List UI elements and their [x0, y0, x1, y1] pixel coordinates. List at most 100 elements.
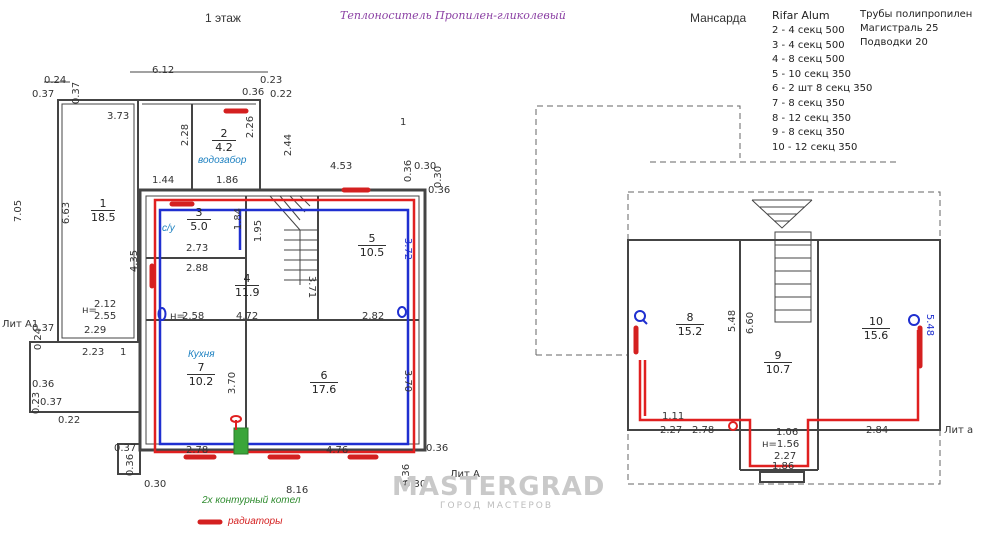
- pipes-branches: Подводки 20: [860, 37, 928, 48]
- dim: 1.86: [216, 175, 239, 186]
- room-9-label: 9 10.7: [764, 349, 792, 376]
- dim: 6.12: [152, 65, 175, 76]
- dim: 7.05: [13, 199, 25, 223]
- dim: 0.37: [71, 81, 83, 105]
- dim: 1.06: [776, 427, 799, 438]
- dim: н=: [82, 305, 97, 316]
- dim: 0.37: [32, 323, 55, 334]
- room-4-label: 4 11.9: [235, 272, 260, 299]
- dim: 0.24: [33, 327, 45, 351]
- dim: 0.37: [32, 89, 55, 100]
- dim: 0.36: [242, 87, 265, 98]
- valves-floor1: [157, 306, 407, 321]
- dim: 0.24: [44, 75, 67, 86]
- dim: 6.60: [745, 311, 757, 335]
- dim: 0.30: [404, 479, 427, 490]
- dim: 0.37: [114, 443, 137, 454]
- supply-pipe-attic: [638, 330, 920, 468]
- lit-a1-label: Лит А1: [2, 319, 39, 330]
- room-7-label: 7 10.2: [187, 361, 215, 388]
- room-3-label: 3 5.0: [187, 207, 211, 232]
- dim: 0.36: [426, 443, 449, 454]
- radiators-legend-label: радиаторы: [228, 516, 283, 527]
- dim: 0.36: [32, 379, 55, 390]
- dim: 5.48: [727, 309, 739, 333]
- coolant-note: Теплоноситель Пропилен-гликолевый: [340, 9, 566, 22]
- dim: 1.86: [772, 461, 795, 472]
- radiator-item: 2 - 4 секц 500: [772, 25, 845, 36]
- dim: 2.78: [186, 445, 209, 456]
- pipes-main: Магистраль 25: [860, 23, 939, 34]
- radiator-item: 4 - 8 секц 500: [772, 54, 845, 66]
- room-6-label: 6 17.6: [310, 369, 338, 396]
- dim: 4.53: [330, 161, 353, 172]
- dim: 1.84: [233, 207, 245, 231]
- dim: 2.27: [774, 451, 797, 462]
- dim: 2.27: [660, 425, 683, 436]
- room-8-label: 8 15.2: [676, 311, 704, 338]
- dim: 2.84: [866, 425, 889, 436]
- room-5-label: 5 10.5: [358, 232, 386, 259]
- pipes-title: Трубы полипропилен: [860, 9, 973, 20]
- dim: 0.36: [428, 185, 451, 196]
- dim: 1.95: [253, 219, 265, 243]
- dim: 2.55: [94, 311, 117, 322]
- valves-attic: [634, 310, 920, 431]
- dim: 0.30: [414, 161, 437, 172]
- dim: 2.44: [283, 133, 295, 157]
- dim: 6.63: [61, 201, 73, 225]
- dim: 2.78: [692, 425, 715, 436]
- dim: 0.23: [260, 75, 283, 86]
- dim: 2.82: [362, 311, 385, 322]
- dim: 3.72: [402, 237, 414, 261]
- dim: н=: [170, 311, 185, 322]
- radiator-model: Rifar Alum: [772, 9, 830, 22]
- dim: 2.12: [94, 299, 117, 310]
- dim: 0.37: [40, 397, 63, 408]
- attic-stairs: [751, 199, 813, 323]
- dim: 3.71: [306, 275, 318, 299]
- attic-solid-walls: [627, 239, 941, 483]
- dim: 1.44: [152, 175, 175, 186]
- dim: 1: [120, 347, 127, 358]
- boiler-label: 2х контурный котел: [202, 495, 301, 506]
- dim: 4.72: [236, 311, 259, 322]
- boiler-symbol: [230, 415, 249, 455]
- dim: 1: [400, 117, 407, 128]
- radiator-item: 10 - 12 секц 350: [772, 141, 858, 153]
- dim: 2.29: [84, 325, 107, 336]
- attic-title: Мансарда: [690, 11, 747, 25]
- valve-left: [157, 307, 167, 321]
- radiators-floor1: [149, 108, 379, 460]
- bathroom-label: с/у: [162, 223, 175, 234]
- dim: 0.36: [125, 453, 137, 477]
- dim: 4.35: [129, 249, 141, 273]
- radiator-item: 9 - 8 секц 350: [772, 127, 845, 139]
- dim: н=1.56: [762, 439, 800, 450]
- dim: 1.11: [662, 411, 685, 422]
- radiator-item: 8 - 12 секц 350: [772, 112, 851, 124]
- dim: 3.73: [107, 111, 130, 122]
- kitchen-label: Кухня: [188, 349, 215, 360]
- dim: 0.30: [144, 479, 167, 490]
- room-2-label: 2 4.2: [212, 128, 236, 153]
- valve-right: [397, 306, 407, 318]
- dim: 3.70: [402, 369, 414, 393]
- main-building-outline: [138, 188, 427, 452]
- lit-a-label: Лит А: [450, 469, 480, 480]
- floor1-title: 1 этаж: [205, 11, 241, 25]
- dim: 0.36: [403, 159, 415, 183]
- dim: 2.23: [82, 347, 105, 358]
- dim: 2.58: [182, 311, 205, 322]
- room-1-label: 1 18.5: [91, 197, 116, 224]
- dim: 0.22: [58, 415, 81, 426]
- room-10-label: 10 15.6: [862, 315, 890, 342]
- water-intake-label: водозабор: [198, 155, 247, 166]
- dim: 5.48: [924, 313, 936, 337]
- radiator-item: 5 - 10 секц 350: [772, 68, 851, 80]
- dim: 2.28: [180, 123, 192, 147]
- lit-a-attic-label: Лит а: [944, 425, 974, 436]
- dim: 3.70: [227, 371, 239, 395]
- radiator-item: 7 - 8 секц 350: [772, 97, 845, 109]
